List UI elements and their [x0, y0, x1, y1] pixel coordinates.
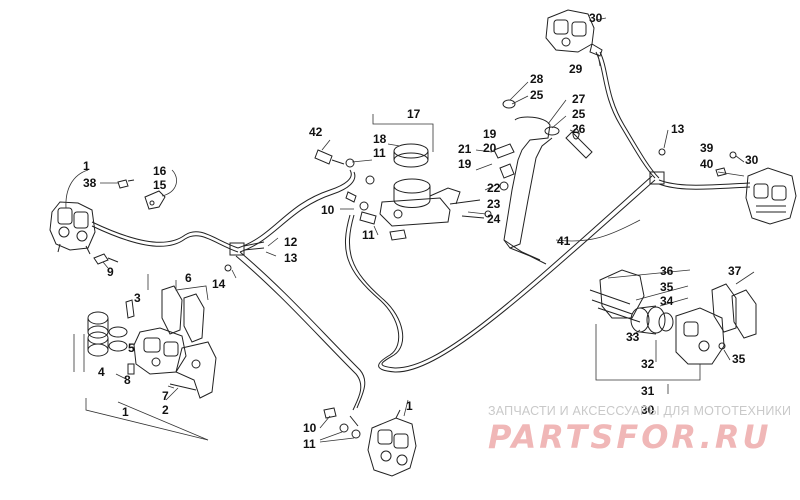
callout-35-upper: 35 [660, 280, 674, 294]
callout-29: 29 [569, 62, 583, 76]
callout-32: 32 [641, 357, 655, 371]
master-cylinder-body [379, 178, 481, 241]
callout-19-lower: 19 [458, 157, 472, 171]
callout-3: 3 [134, 291, 141, 305]
master-cylinder-reservoir-cap-18 [393, 143, 429, 168]
callout-36: 36 [660, 264, 674, 278]
callout-16: 16 [153, 164, 167, 178]
callout-23: 23 [487, 197, 501, 211]
callout-38: 38 [83, 176, 97, 190]
callout-14: 14 [212, 277, 226, 291]
callout-30-top: 30 [589, 11, 603, 25]
callout-18: 18 [373, 132, 387, 146]
brake-hose-left [91, 221, 239, 253]
callout-20: 20 [483, 141, 497, 155]
pedal-linkage [461, 143, 515, 219]
banjo-fittings-center [345, 191, 377, 225]
leader-lines [65, 17, 755, 443]
part-callouts: 1 38 16 15 9 6 3 5 4 8 7 2 1 12 13 14 10… [83, 11, 759, 451]
callout-10-center: 10 [321, 203, 335, 217]
callout-33: 33 [626, 330, 640, 344]
callout-30-right: 30 [745, 153, 759, 167]
callout-5: 5 [128, 341, 135, 355]
brake-line-center-loop [344, 175, 656, 373]
callout-19-upper: 19 [483, 127, 497, 141]
callout-27: 27 [572, 92, 586, 106]
callout-13-right: 13 [671, 122, 685, 136]
callout-8: 8 [124, 373, 131, 387]
fitting-42 [314, 149, 375, 185]
brake-hose-upper-center [237, 169, 356, 253]
callout-25-lower: 25 [572, 107, 586, 121]
callout-9: 9 [107, 265, 114, 279]
fitting-39-40 [715, 151, 737, 177]
callout-1-bottom: 1 [406, 399, 413, 413]
callout-11-upper: 11 [373, 146, 386, 160]
callout-21: 21 [458, 142, 472, 156]
callout-12: 12 [284, 235, 298, 249]
brake-tee-left [224, 241, 265, 272]
piston-33-seal-34 [630, 305, 674, 335]
callout-26: 26 [572, 122, 586, 136]
callout-28: 28 [530, 72, 544, 86]
pistons-4 [87, 311, 128, 357]
callout-17: 17 [407, 107, 421, 121]
callout-40: 40 [700, 157, 714, 171]
brake-hose-right-upper [595, 51, 660, 179]
banjo-bolt-9 [93, 253, 119, 265]
callout-35-lower: 35 [732, 352, 746, 366]
callout-11-center: 11 [362, 228, 375, 242]
callout-6: 6 [185, 271, 192, 285]
clip-16-15 [144, 190, 166, 210]
bleeder-screw-38 [117, 179, 135, 189]
callout-10-bottom: 10 [303, 421, 317, 435]
callout-13-left: 13 [284, 251, 298, 265]
callout-24: 24 [487, 212, 501, 226]
bolt-3 [125, 299, 135, 319]
caliper-body-lower-left [133, 327, 187, 375]
callout-15: 15 [153, 178, 167, 192]
tee-right-13 [649, 148, 666, 185]
callout-31: 31 [641, 384, 655, 398]
caliper-rear-top [545, 9, 603, 57]
mounting-bracket-36 [589, 269, 645, 323]
brake-hose-lower-front [235, 251, 366, 411]
caliper-rear-right [745, 167, 797, 225]
callout-42: 42 [309, 125, 323, 139]
brake-hose-right-lower [658, 179, 751, 190]
brake-pedal-27 [503, 116, 553, 265]
callout-39: 39 [700, 141, 714, 155]
callout-7: 7 [162, 389, 169, 403]
callout-25-upper: 25 [530, 88, 544, 102]
callout-41: 41 [557, 234, 571, 248]
watermark-logo: PARTSFOR.RU [488, 418, 772, 456]
callout-4: 4 [98, 365, 105, 379]
callout-37: 37 [728, 264, 742, 278]
caliper-body-right [675, 307, 726, 365]
callout-1-lower-left: 1 [122, 405, 129, 419]
callout-30-bottom: 30 [641, 403, 655, 417]
brake-pads-6 [161, 285, 205, 343]
caliper-bracket-2 [169, 341, 217, 399]
callout-22: 22 [487, 181, 501, 195]
caliper-front-bottom [367, 409, 417, 477]
callout-11-bottom: 11 [303, 437, 316, 451]
banjo-fitting-bottom [323, 407, 361, 439]
watermark-subtitle: ЗАПЧАСТИ И АКСЕССУАРЫ ДЛЯ МОТОТЕХНИКИ [488, 404, 792, 418]
brake-pads-37 [711, 283, 757, 339]
bleeder-8 [127, 363, 135, 375]
caliper-front-left [49, 201, 96, 255]
callout-34: 34 [660, 294, 674, 308]
callout-2: 2 [162, 403, 169, 417]
callout-1-top-left: 1 [83, 159, 90, 173]
